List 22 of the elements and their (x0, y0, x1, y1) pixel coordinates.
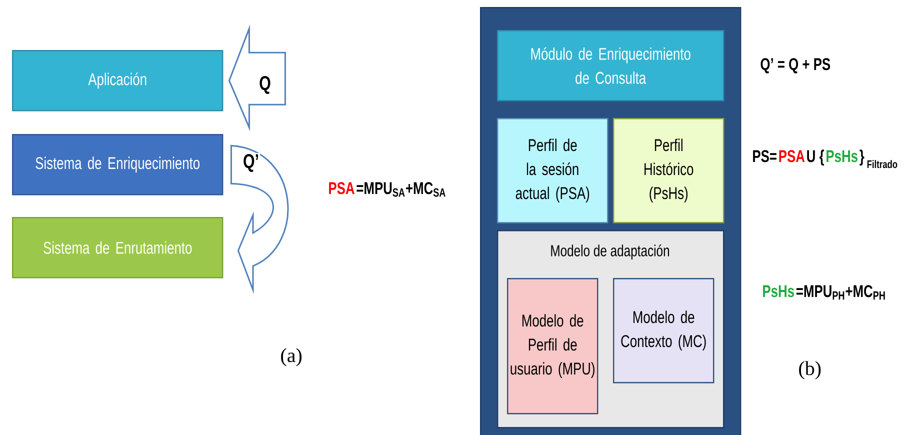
profile-box: Perfil de la sesión actual (PSA) (497, 118, 608, 224)
caption-label: (a) (281, 348, 302, 366)
formula-text: U { (807, 150, 824, 166)
formula-text: Q’ = Q + PS (760, 58, 830, 74)
formula-text: =MPU$_{PH}$+MC$_{PH}$ (796, 285, 885, 300)
edge-label: Q (258, 75, 272, 95)
profile-box: Perfil Histórico (PsHs) (613, 118, 724, 224)
model-box: Modelo de Contexto (MC) (613, 278, 714, 384)
formula-text: PsHs (763, 285, 794, 298)
process-box: Sistema de Enrutamiento (12, 217, 224, 278)
process-box: Aplicación (12, 50, 224, 112)
formula-text: =MPU$_{SA}$+MC$_{SA}$ (356, 182, 446, 197)
module-box: Módulo de Enriquecimiento de Consulta (497, 30, 724, 102)
process-box: Sistema de Enriquecimiento (12, 134, 224, 196)
caption-label: (b) (799, 361, 821, 380)
formula-text: Filtrado (867, 160, 898, 168)
formula-text: PSA (779, 150, 805, 162)
model-box: Modelo de Perfil de usuario (MPU) (507, 278, 598, 414)
formula-text: PsHs (826, 150, 858, 162)
formula-text: PSA (329, 182, 354, 194)
formula-text: PS= (753, 150, 776, 162)
formula-text: } (860, 150, 864, 166)
